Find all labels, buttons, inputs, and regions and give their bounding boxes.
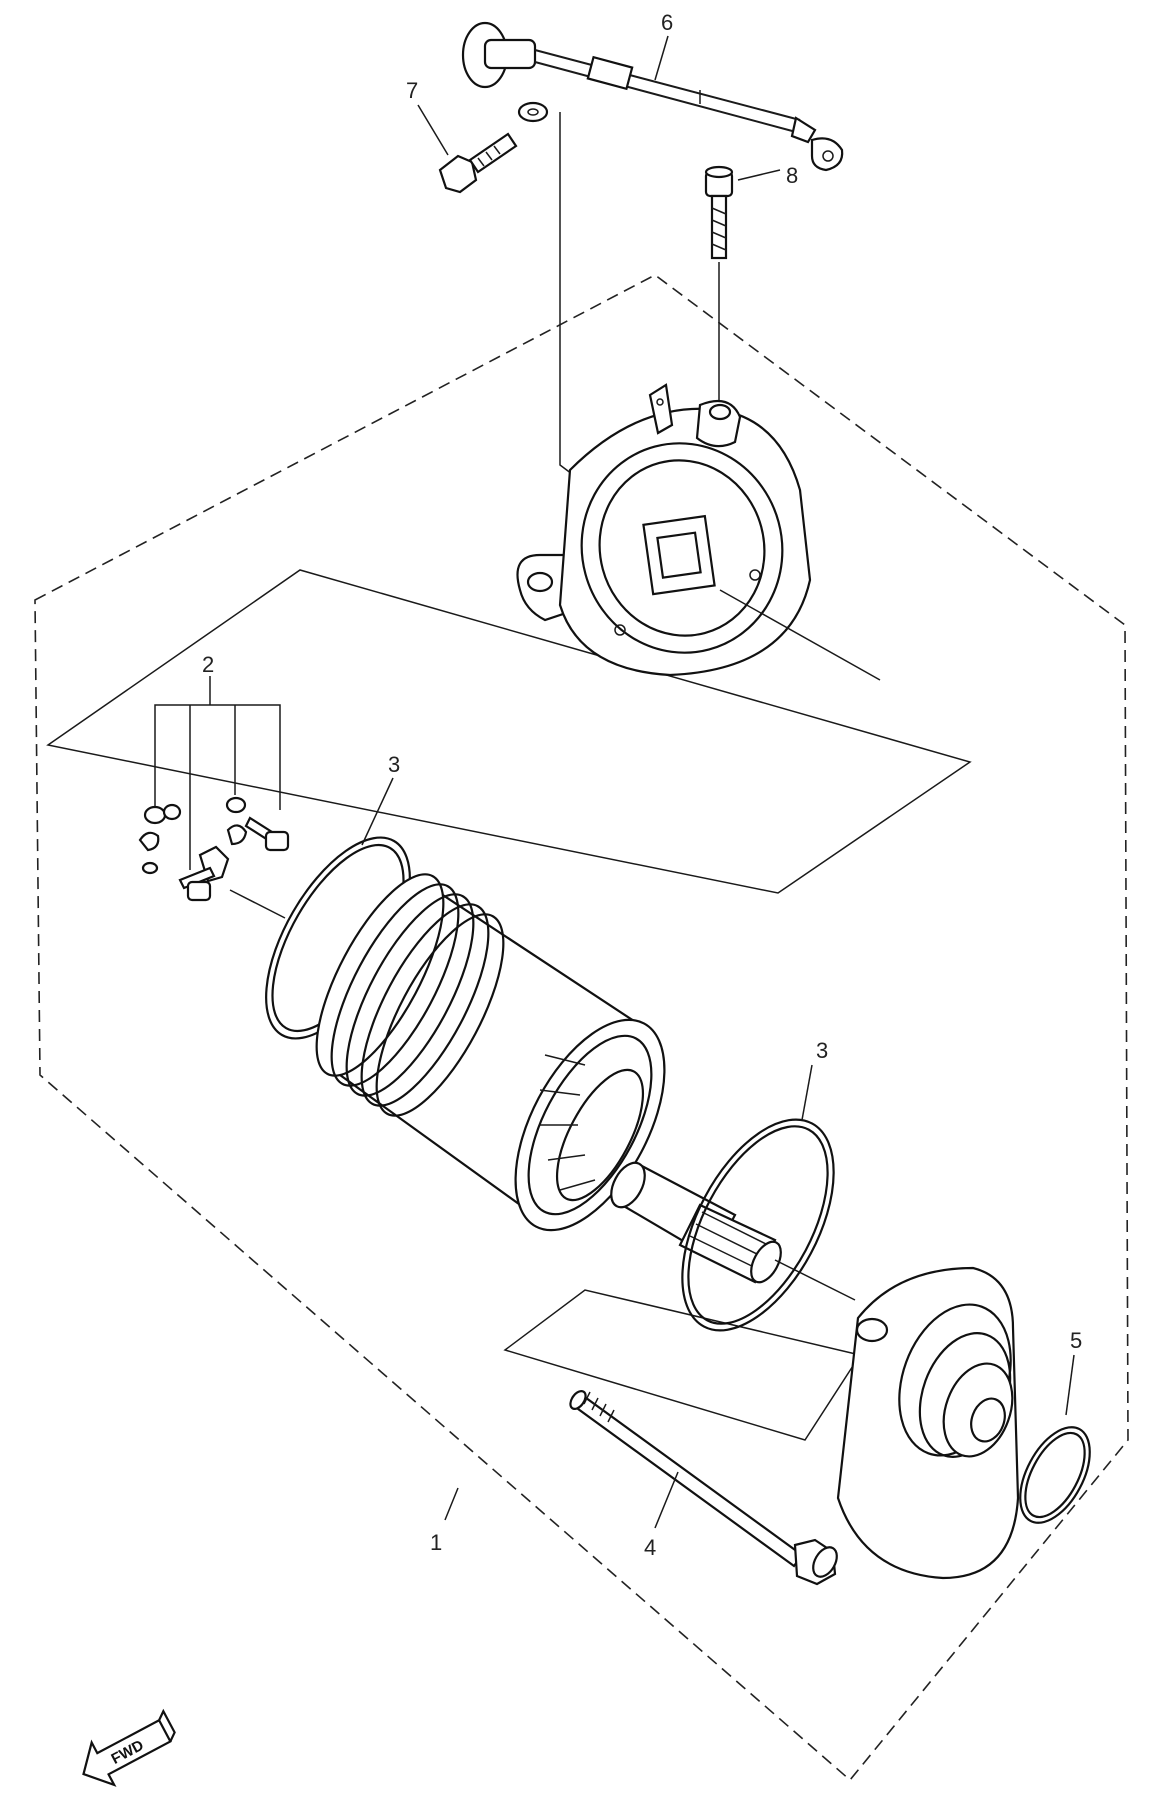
o-ring-lower (681, 1118, 835, 1332)
o-ring-small-inner (1024, 1431, 1086, 1519)
cable-guide-line (559, 112, 581, 481)
callout-3-lower: 3 (816, 1038, 828, 1063)
callout-5: 5 (1070, 1328, 1082, 1353)
cable-washer (517, 101, 549, 123)
starter-front-housing (516, 383, 812, 677)
starter-yoke (315, 873, 666, 1232)
brush-axis (229, 889, 286, 919)
callout-7: 7 (406, 78, 418, 103)
shaft-axis (774, 1259, 856, 1301)
callout-3-upper: 3 (388, 752, 400, 777)
through-bolt (569, 1390, 838, 1586)
end-cover-plane (503, 1289, 862, 1441)
leader-1 (444, 1487, 459, 1521)
leader-7 (417, 104, 449, 156)
starter-cable (461, 21, 844, 172)
brush-set (138, 690, 290, 902)
housing-axis (719, 589, 881, 681)
o-ring-small (1019, 1426, 1091, 1524)
o-ring-lower-inner (687, 1125, 829, 1325)
armature-shaft (610, 1161, 782, 1284)
callout-8: 8 (786, 163, 798, 188)
fwd-direction-arrow: FWD (82, 1708, 176, 1787)
leader-6 (654, 35, 669, 81)
assembly-boundary (34, 274, 1129, 1782)
callout-6: 6 (661, 10, 673, 35)
callout-2: 2 (202, 652, 214, 677)
screw-8 (704, 165, 734, 260)
leader-3a (361, 777, 394, 846)
brush-plate-plane (46, 569, 972, 894)
leader-3b (801, 1064, 813, 1121)
leader-5 (1065, 1354, 1075, 1416)
leader-8 (737, 169, 781, 181)
leader-4 (654, 1471, 679, 1529)
callout-4: 4 (644, 1535, 656, 1560)
callout-1: 1 (430, 1530, 442, 1555)
bolt-7 (438, 132, 518, 194)
starter-end-cover (836, 1266, 1020, 1580)
